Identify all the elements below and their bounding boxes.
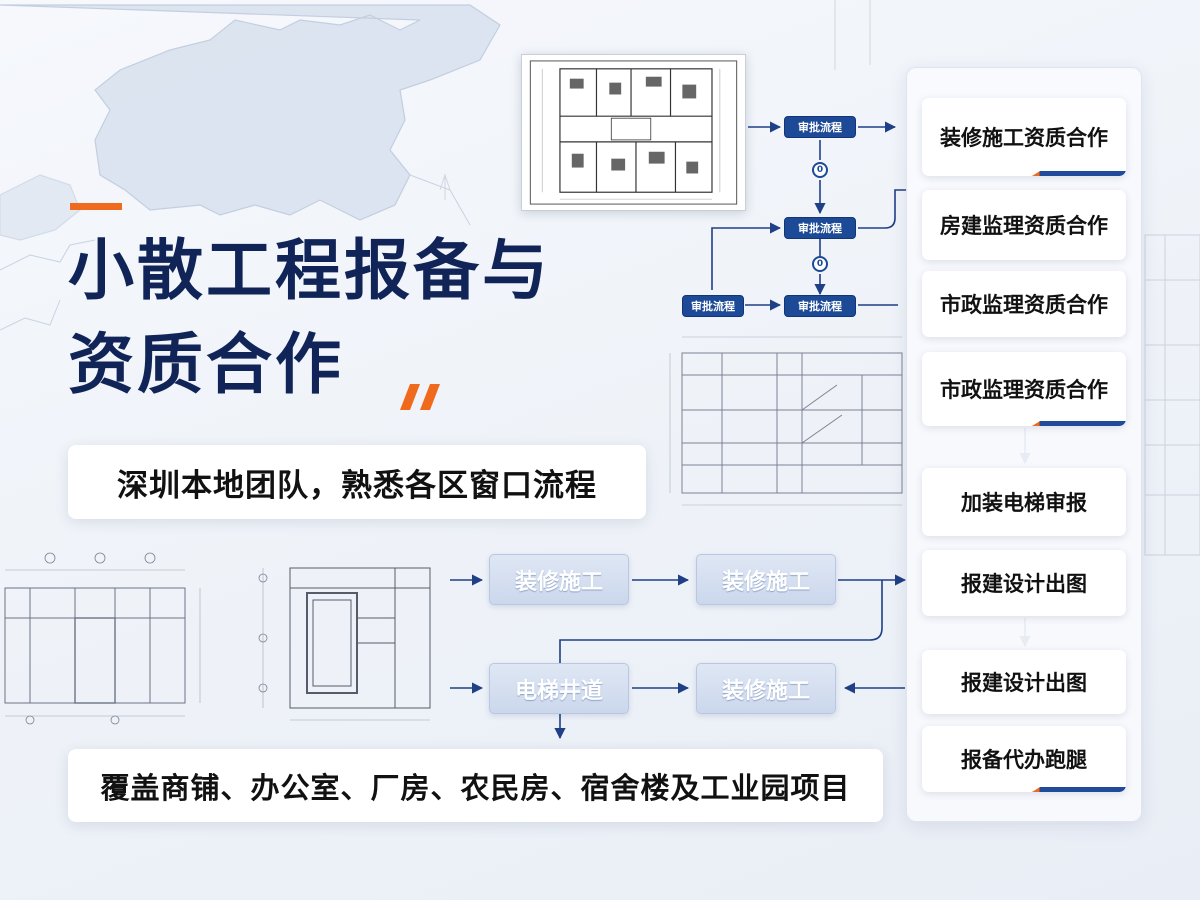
plan-rooms bbox=[559, 68, 713, 193]
faint-drawing-right bbox=[1144, 234, 1200, 556]
page-title-line-2: 资质合作 bbox=[68, 326, 344, 403]
page-title-line-1: 小散工程报备与 bbox=[68, 232, 551, 309]
elevation-drawing-left bbox=[4, 552, 201, 725]
map-silhouette bbox=[0, 4, 501, 241]
card-accent-tab bbox=[1032, 787, 1126, 792]
review-chip-1[interactable]: 审批流程 bbox=[784, 116, 856, 138]
plan-dimension-lines bbox=[541, 68, 721, 200]
service-card-municipal-supervision-2[interactable]: 市政监理资质合作 bbox=[922, 352, 1126, 426]
faint-drawing-top bbox=[439, 0, 871, 200]
service-card-decoration-qualification[interactable]: 装修施工资质合作 bbox=[922, 98, 1126, 176]
review-chip-4[interactable]: 审批流程 bbox=[784, 295, 856, 317]
quote-mark-icon bbox=[400, 384, 440, 410]
elevator-shaft-drawing bbox=[258, 567, 431, 721]
flow-node-icon: 0 bbox=[812, 256, 828, 272]
service-card-label: 市政监理资质合作 bbox=[940, 378, 1108, 402]
flow-node-icon: 0 bbox=[812, 162, 828, 178]
coverage-callout: 覆盖商铺、办公室、厂房、农民房、宿舍楼及工业园项目 bbox=[68, 749, 883, 822]
review-chip-2[interactable]: 审批流程 bbox=[784, 217, 856, 239]
service-card-label: 报备代办跑腿 bbox=[961, 748, 1087, 772]
service-card-building-supervision[interactable]: 房建监理资质合作 bbox=[922, 190, 1126, 260]
service-card-label: 加装电梯审报 bbox=[961, 491, 1087, 515]
service-card-label: 报建设计出图 bbox=[961, 671, 1087, 695]
service-card-label: 报建设计出图 bbox=[961, 572, 1087, 596]
process-box-elevator-shaft[interactable]: 电梯井道 bbox=[489, 663, 629, 714]
plan-fixtures bbox=[569, 76, 699, 174]
service-card-design-drawings[interactable]: 报建设计出图 bbox=[922, 550, 1126, 616]
process-box-decoration-3[interactable]: 装修施工 bbox=[696, 663, 836, 714]
service-card-design-drawings-2[interactable]: 报建设计出图 bbox=[922, 650, 1126, 714]
title-accent-bar bbox=[70, 203, 122, 210]
floor-plan-sheet bbox=[521, 54, 746, 211]
team-callout: 深圳本地团队，熟悉各区窗口流程 bbox=[68, 445, 646, 519]
service-card-label: 房建监理资质合作 bbox=[940, 214, 1108, 238]
process-box-decoration-2[interactable]: 装修施工 bbox=[696, 554, 836, 605]
service-card-label: 市政监理资质合作 bbox=[940, 293, 1108, 317]
card-accent-tab bbox=[1032, 171, 1126, 176]
section-drawing-middle bbox=[669, 336, 903, 506]
service-card-label: 装修施工资质合作 bbox=[940, 126, 1108, 150]
process-box-decoration-1[interactable]: 装修施工 bbox=[489, 554, 629, 605]
review-chip-3[interactable]: 审批流程 bbox=[682, 295, 744, 317]
service-card-elevator-application[interactable]: 加装电梯审报 bbox=[922, 468, 1126, 536]
card-accent-tab bbox=[1032, 421, 1126, 426]
service-card-filing-agent[interactable]: 报备代办跑腿 bbox=[922, 726, 1126, 792]
service-card-municipal-supervision[interactable]: 市政监理资质合作 bbox=[922, 271, 1126, 337]
